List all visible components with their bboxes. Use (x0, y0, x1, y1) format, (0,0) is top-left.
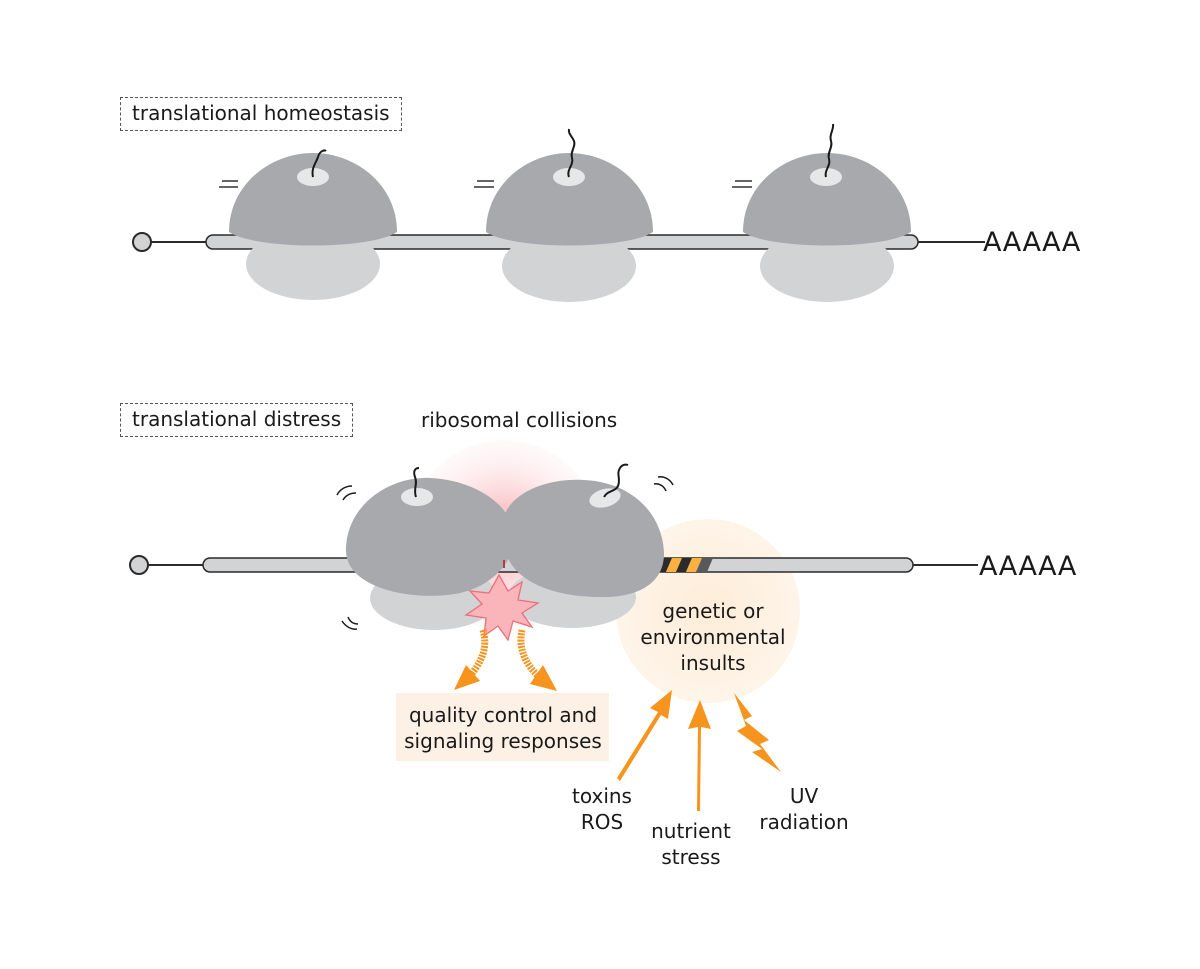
output-arrowhead-right (530, 665, 557, 691)
small-subunit (760, 230, 894, 302)
toxins-line-1: toxins (572, 784, 632, 808)
large-subunit (345, 477, 515, 596)
insults-label: genetic or environmental insults (638, 598, 788, 676)
collision-starburst (464, 573, 540, 642)
exit-tunnel (401, 488, 433, 506)
lesion-stripe (686, 558, 702, 572)
nascent-peptide (311, 149, 327, 178)
toxins-line-2: ROS (580, 810, 624, 834)
insults-line-1: genetic or (662, 599, 764, 623)
insult-arrows (617, 690, 781, 811)
lesion-stripe (696, 558, 713, 572)
insults-line-2: environmental (640, 625, 786, 649)
large-subunit (229, 153, 397, 246)
nascent-peptide (603, 463, 629, 498)
wobble-marks (336, 476, 674, 630)
output-arrowhead-left (454, 665, 480, 690)
quality-control-label: quality control and signaling responses (398, 702, 608, 754)
bottom-panel (129, 440, 978, 811)
wobble-mark (653, 483, 667, 492)
quality-control-line-2: signaling responses (404, 729, 602, 753)
lesion-stripe (676, 558, 692, 572)
mrna-lesion (656, 558, 713, 572)
uv-label: UV radiation (754, 783, 854, 835)
small-subunit (502, 230, 636, 302)
wobble-mark (347, 616, 359, 625)
nascent-peptide (413, 467, 420, 498)
quality-control-line-1: quality control and (408, 703, 598, 727)
wobble-mark (336, 485, 353, 496)
panel-label-homeostasis: translational homeostasis (120, 97, 402, 131)
uv-lightning (734, 693, 781, 772)
poly-a-tail-bottom: AAAAA (979, 551, 1077, 582)
uv-line-1: UV (789, 784, 819, 808)
toxins-arrow (617, 690, 672, 781)
five-prime-cap-bottom (129, 555, 149, 575)
nutrient-label: nutrient stress (645, 818, 737, 870)
exit-tunnel (589, 488, 621, 508)
wobble-mark (657, 476, 674, 486)
collisions-label: ribosomal collisions (421, 408, 618, 432)
large-subunit (743, 153, 911, 246)
wobble-mark (341, 620, 358, 630)
output-arrow-right (517, 629, 541, 679)
ribosome-1 (219, 149, 397, 300)
ribosome-2 (474, 128, 653, 302)
wobble-mark (342, 492, 357, 501)
large-subunit (502, 479, 665, 598)
quality-control-box (396, 693, 609, 761)
insults-line-3: insults (680, 651, 746, 675)
poly-a-tail-top: AAAAA (983, 227, 1081, 258)
small-subunit (246, 228, 380, 300)
collided-ribosome-right (502, 463, 665, 628)
panel-label-distress: translational distress (120, 403, 354, 437)
ribosome-3 (732, 123, 911, 302)
nutrient-arrow (688, 700, 711, 811)
uv-line-2: radiation (759, 810, 849, 834)
toxins-label: toxins ROS (560, 783, 644, 835)
output-arrow-left (467, 629, 489, 679)
nascent-peptide (567, 128, 576, 178)
lesion-stripe (666, 558, 682, 572)
large-subunit (486, 153, 653, 246)
collided-ribosome-left (345, 467, 515, 630)
output-arrows (454, 629, 557, 691)
nutrient-line-2: stress (661, 845, 721, 869)
nutrient-line-1: nutrient (651, 819, 731, 843)
top-panel (132, 123, 985, 302)
five-prime-cap-top (132, 232, 152, 252)
nascent-peptide (824, 123, 835, 178)
